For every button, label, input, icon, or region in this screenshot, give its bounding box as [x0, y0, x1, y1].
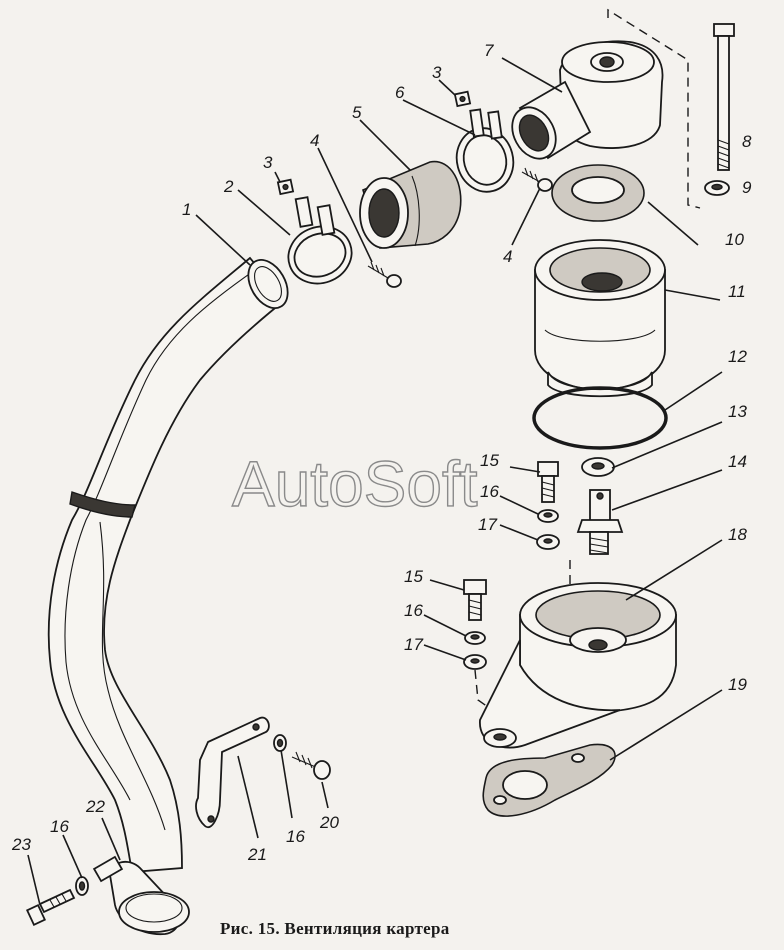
leader-lines [27, 57, 723, 906]
callout-16a: 16 [480, 482, 499, 501]
part-17-washer-upper [536, 534, 560, 550]
part-11-filter-housing [534, 239, 666, 398]
callout-10: 10 [725, 230, 744, 249]
part-9-washer [704, 180, 730, 196]
callout-3a: 3 [263, 153, 273, 172]
part-18-base-housing [479, 582, 677, 749]
part-3-square-nut-upper [453, 90, 472, 108]
callout-17b: 17 [404, 635, 423, 654]
callout-4b: 4 [503, 247, 512, 266]
callout-21: 21 [247, 845, 267, 864]
callout-16c: 16 [286, 827, 305, 846]
part-4-screw-upper [521, 167, 553, 192]
part-5-rubber-sleeve [359, 160, 462, 249]
callout-3b: 3 [432, 63, 442, 82]
callout-numbers: 1 2 3 3 4 4 5 6 7 8 9 10 11 12 13 14 15 … [11, 41, 752, 864]
callout-11: 11 [728, 282, 746, 301]
part-16-spring-washer-bottom [75, 876, 89, 896]
part-15-bolt-upper [537, 461, 559, 503]
part-8-long-bolt [713, 23, 735, 171]
part-23-bolt [25, 888, 76, 926]
callout-7: 7 [484, 41, 494, 60]
callout-23: 23 [11, 835, 31, 854]
part-7-breather-cap [511, 40, 664, 160]
part-10-filter-element [551, 164, 645, 222]
part-4-screw [367, 261, 402, 288]
assembly-axis-line [607, 8, 701, 209]
callout-18: 18 [728, 525, 747, 544]
part-16-spring-washer-middle [273, 734, 287, 752]
callout-15a: 15 [480, 451, 499, 470]
callout-5: 5 [352, 103, 362, 122]
callout-4a: 4 [310, 131, 319, 150]
figure-caption: Рис. 15. Вентиляция картера [220, 919, 450, 938]
callout-16b: 16 [404, 601, 423, 620]
part-14-union-fitting [576, 489, 624, 555]
callout-12: 12 [728, 347, 747, 366]
callout-22: 22 [85, 797, 105, 816]
part-16-spring-washer-lower [464, 631, 486, 645]
part-20-screw [291, 751, 331, 780]
callout-14: 14 [728, 452, 747, 471]
part-12-sealing-ring [532, 386, 668, 450]
part-17-washer-lower [463, 654, 487, 670]
callout-17a: 17 [478, 515, 497, 534]
callout-6: 6 [395, 83, 405, 102]
callout-1: 1 [182, 200, 191, 219]
callout-16d: 16 [50, 817, 69, 836]
part-16-spring-washer-upper [537, 509, 559, 523]
callout-2: 2 [223, 177, 234, 196]
callout-9: 9 [742, 178, 752, 197]
part-19-gasket [482, 743, 616, 817]
watermark-text: AutoSoft [232, 448, 478, 520]
part-1-ventilation-pipe [47, 256, 289, 873]
part-21-bracket [195, 716, 270, 829]
part-22-pipe-clamp [92, 855, 190, 935]
part-15-bolt-lower [463, 579, 487, 621]
part-6-hose-clamp [455, 108, 515, 193]
callout-8: 8 [742, 132, 752, 151]
callout-15b: 15 [404, 567, 423, 586]
callout-20: 20 [319, 813, 339, 832]
callout-13: 13 [728, 402, 747, 421]
part-3-square-nut [276, 178, 295, 196]
callout-19: 19 [728, 675, 747, 694]
part-13-washer [581, 457, 615, 477]
part-2-hose-clamp [287, 196, 353, 285]
